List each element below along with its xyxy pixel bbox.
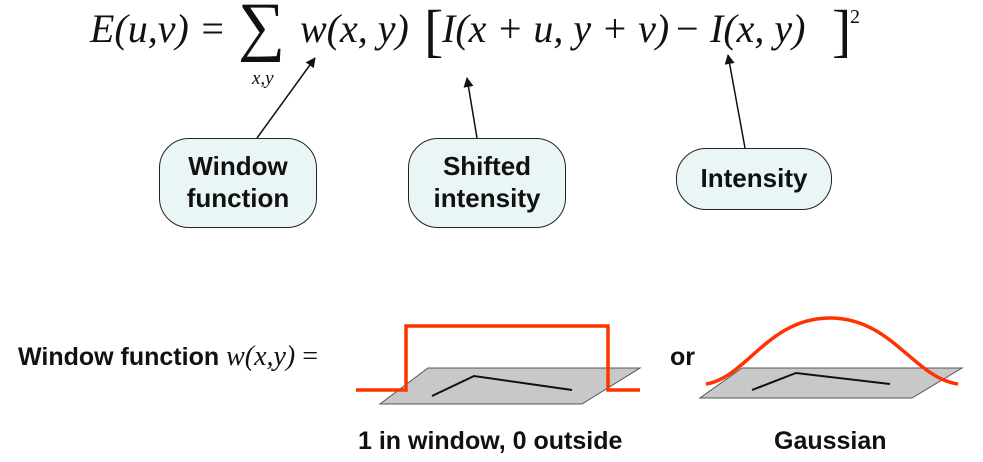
window-term: w(x, y) [300,6,409,51]
window-arrow [256,57,316,139]
window-function-callout: Window function [159,138,317,228]
shifted-intensity-callout: Shifted intensity [408,138,566,228]
gaussian-caption: Gaussian [774,427,887,455]
minus-sign: − [676,6,699,51]
intensity-arrow [724,54,746,149]
box-window-curve [356,324,640,392]
shifted-intensity-term: I(x + u, y + v) [442,6,670,51]
bracket-open: [ [424,0,444,63]
window-function-equals: = [302,341,319,372]
image-plane-box [378,367,642,405]
box-window-illustration [356,324,642,405]
gaussian-window-illustration [698,316,964,399]
gaussian-curve [705,316,959,386]
box-window-caption: 1 in window, 0 outside [358,427,623,455]
exponent: 2 [850,6,860,28]
shifted-arrow [463,77,478,139]
sum-subscript: x,y [252,68,274,89]
window-function-math: w(x,y) [226,341,296,372]
window-function-text: Window function [18,343,220,371]
image-plane-gaussian [698,367,964,399]
patch-edge-box [431,374,573,397]
equation-lhs: E(u,v) = [90,6,226,51]
or-text: or [670,343,695,371]
intensity-callout: Intensity [676,148,832,210]
window-function-label: Window function w(x,y) = [18,341,318,373]
intensity-term: I(x, y) [710,6,806,51]
sum-symbol: ∑ [238,0,286,63]
bracket-close: ] [832,0,852,63]
patch-edge-gaussian [751,371,891,391]
